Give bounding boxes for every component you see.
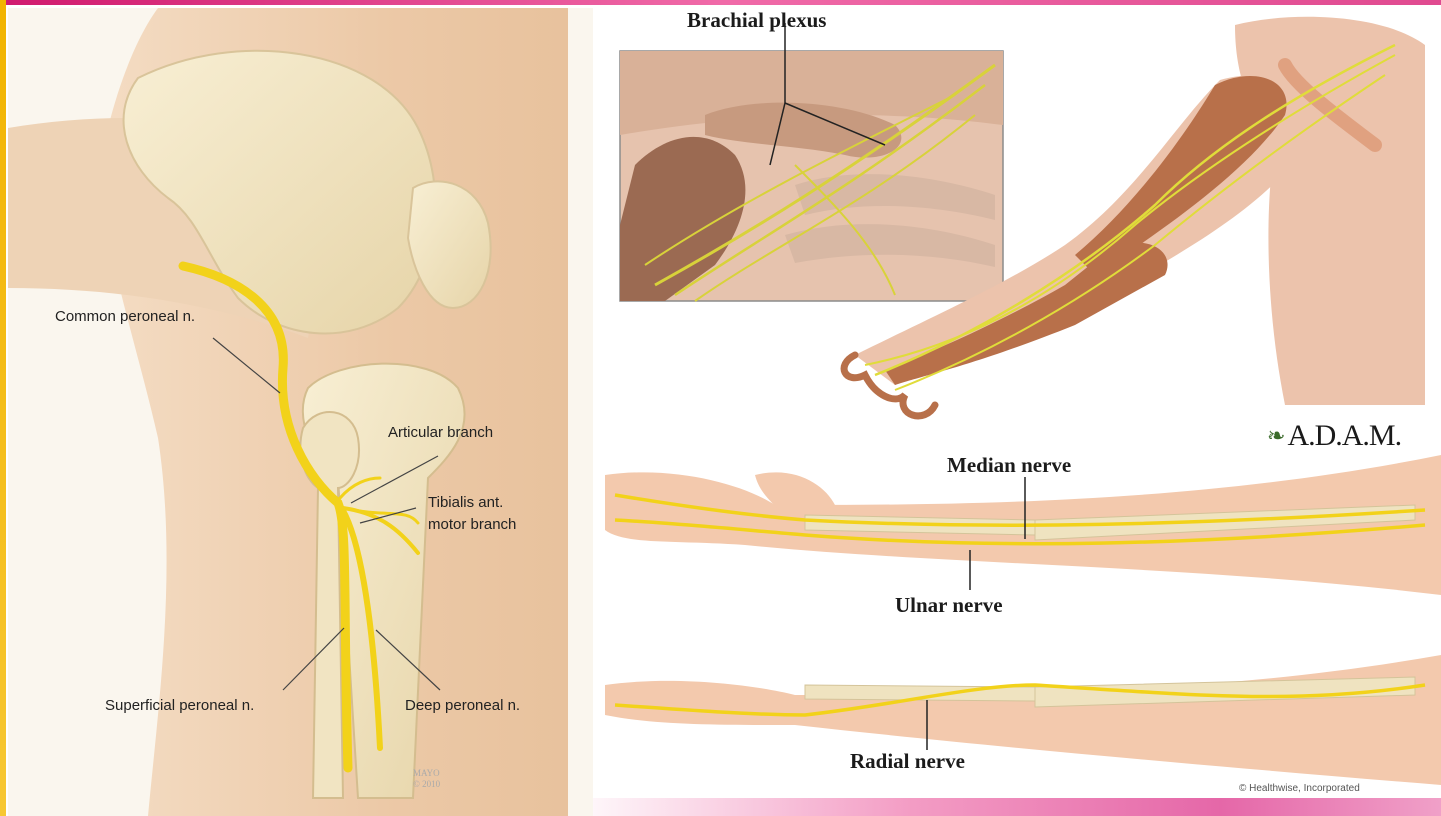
mayo-watermark: MAYO © 2010 xyxy=(413,768,440,790)
arm-nerve-illustration: Brachial plexus Median nerve Ulnar nerve… xyxy=(595,5,1441,798)
watermark-line2: © 2010 xyxy=(413,779,440,790)
watermark-line1: MAYO xyxy=(413,768,440,779)
credit-healthwise: © Healthwise, Incorporated xyxy=(1239,783,1360,794)
label-radial-nerve: Radial nerve xyxy=(850,749,965,774)
adam-logo: ❧ A.D.A.M. xyxy=(1267,419,1401,453)
slide-bottom-accent xyxy=(560,798,1441,816)
knee-nerve-illustration: Common peroneal n. Articular branch Tibi… xyxy=(8,8,593,816)
label-articular-branch: Articular branch xyxy=(388,424,493,441)
leaf-icon: ❧ xyxy=(1267,423,1285,449)
label-deep-peroneal: Deep peroneal n. xyxy=(405,697,520,714)
label-median-nerve: Median nerve xyxy=(947,453,1071,478)
slide-left-border xyxy=(0,0,6,816)
label-superficial-peroneal: Superficial peroneal n. xyxy=(105,697,254,714)
radial-arm xyxy=(605,655,1441,785)
adam-brand-text: A.D.A.M. xyxy=(1287,419,1401,453)
label-tibialis-line1: Tibialis ant. xyxy=(428,494,503,511)
label-brachial-plexus: Brachial plexus xyxy=(687,8,826,33)
label-common-peroneal: Common peroneal n. xyxy=(55,308,195,325)
label-ulnar-nerve: Ulnar nerve xyxy=(895,593,1003,618)
label-tibialis-line2: motor branch xyxy=(428,516,516,533)
brachial-plexus-inset xyxy=(620,23,1003,301)
knee-anatomy-drawing xyxy=(8,8,593,816)
arm-anatomy-drawing xyxy=(595,5,1441,798)
